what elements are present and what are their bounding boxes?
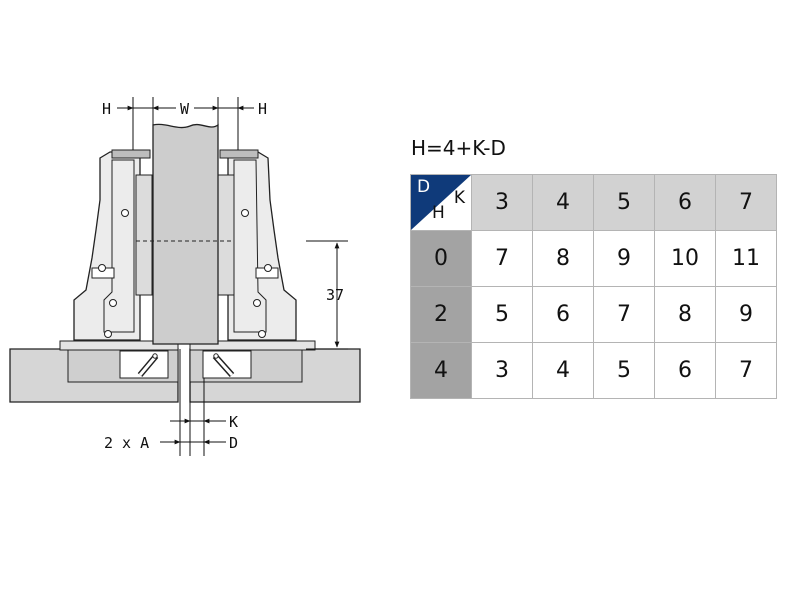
table-cell-h: 9	[715, 286, 777, 343]
label-h-left: H	[102, 100, 111, 118]
formula-title: H=4+K-D	[411, 136, 506, 160]
corner-label-k: K	[453, 188, 465, 208]
table-cell-h: 9	[593, 230, 655, 287]
label-d: D	[229, 434, 238, 452]
row-header-d: 0	[410, 230, 472, 287]
table-cell-h: 5	[593, 342, 655, 399]
row-header-d: 4	[410, 342, 472, 399]
corner-diagonal-icon	[411, 175, 471, 230]
mounting-plate-right	[189, 340, 316, 383]
row-header-d: 2	[410, 286, 472, 343]
column-header-k: 4	[532, 174, 594, 231]
table-cell-h: 7	[715, 342, 777, 399]
corner-label-d: D	[417, 177, 431, 197]
mounting-plate-left	[59, 340, 179, 383]
table-cell-h: 10	[654, 230, 716, 287]
column-header-k: 7	[715, 174, 777, 231]
table-cell-h: 8	[532, 230, 594, 287]
table-cell-h: 7	[593, 286, 655, 343]
table-cell-h: 3	[471, 342, 533, 399]
label-k: K	[229, 413, 238, 431]
table-cell-h: 5	[471, 286, 533, 343]
center-partition	[136, 123, 232, 345]
dimension-h-w-h: H W H	[102, 100, 267, 118]
hinge-arm-left	[73, 149, 153, 341]
column-header-k: 5	[593, 174, 655, 231]
table-cell-h: 6	[654, 342, 716, 399]
dimension-k: K	[170, 413, 238, 431]
table-cell-h: 11	[715, 230, 777, 287]
table-cell-h: 8	[654, 286, 716, 343]
hinge-technical-drawing: H W H 37 K 2 x A D	[9, 97, 361, 456]
table-cell-h: 7	[471, 230, 533, 287]
label-37: 37	[326, 286, 344, 304]
table-cell-h: 6	[532, 286, 594, 343]
corner-label-h: H	[432, 203, 445, 223]
hinge-arm-right	[217, 149, 297, 341]
dimension-37: 37	[306, 240, 348, 350]
label-2xa: 2 x A	[104, 434, 149, 452]
label-h-right: H	[258, 100, 267, 118]
label-w: W	[180, 100, 190, 118]
column-header-k: 3	[471, 174, 533, 231]
table-cell-h: 4	[532, 342, 594, 399]
column-header-k: 6	[654, 174, 716, 231]
dimension-a-d: 2 x A D	[104, 434, 238, 452]
